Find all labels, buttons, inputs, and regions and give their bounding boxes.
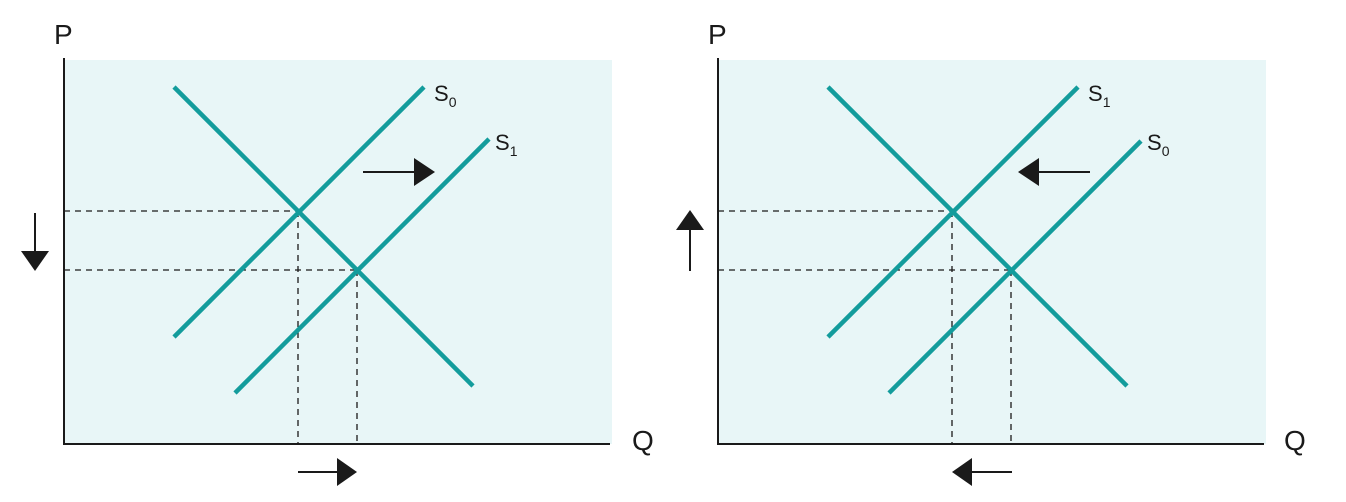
price-decrease-arrow [21,213,49,271]
label-s0-right: S0 [1147,130,1170,159]
supply-curve-s1-left [233,137,491,395]
y-axis-label-right: P [708,19,727,50]
price-increase-arrow [676,210,704,271]
x-axis-label-right: Q [1284,425,1306,456]
panel-right: P Q S1 S0 [676,19,1306,486]
supply-curve-s0-left [172,85,426,339]
label-s1-left: S1 [495,130,518,159]
supply-curve-s0-right [887,139,1143,395]
label-s0-left: S0 [434,81,457,110]
label-s1-right: S1 [1088,81,1111,110]
supply-shift-arrow-right [1018,158,1090,186]
supply-shift-arrow-left [363,158,435,186]
panel-left: P Q S0 S1 [21,19,654,486]
supply-curve-s1-right [826,85,1080,339]
quantity-increase-arrow [298,458,357,486]
quantity-decrease-arrow [952,458,1012,486]
demand-curve-right [826,85,1129,388]
x-axis-label-left: Q [632,425,654,456]
demand-curve-left [172,85,475,388]
y-axis-label-left: P [54,19,73,50]
